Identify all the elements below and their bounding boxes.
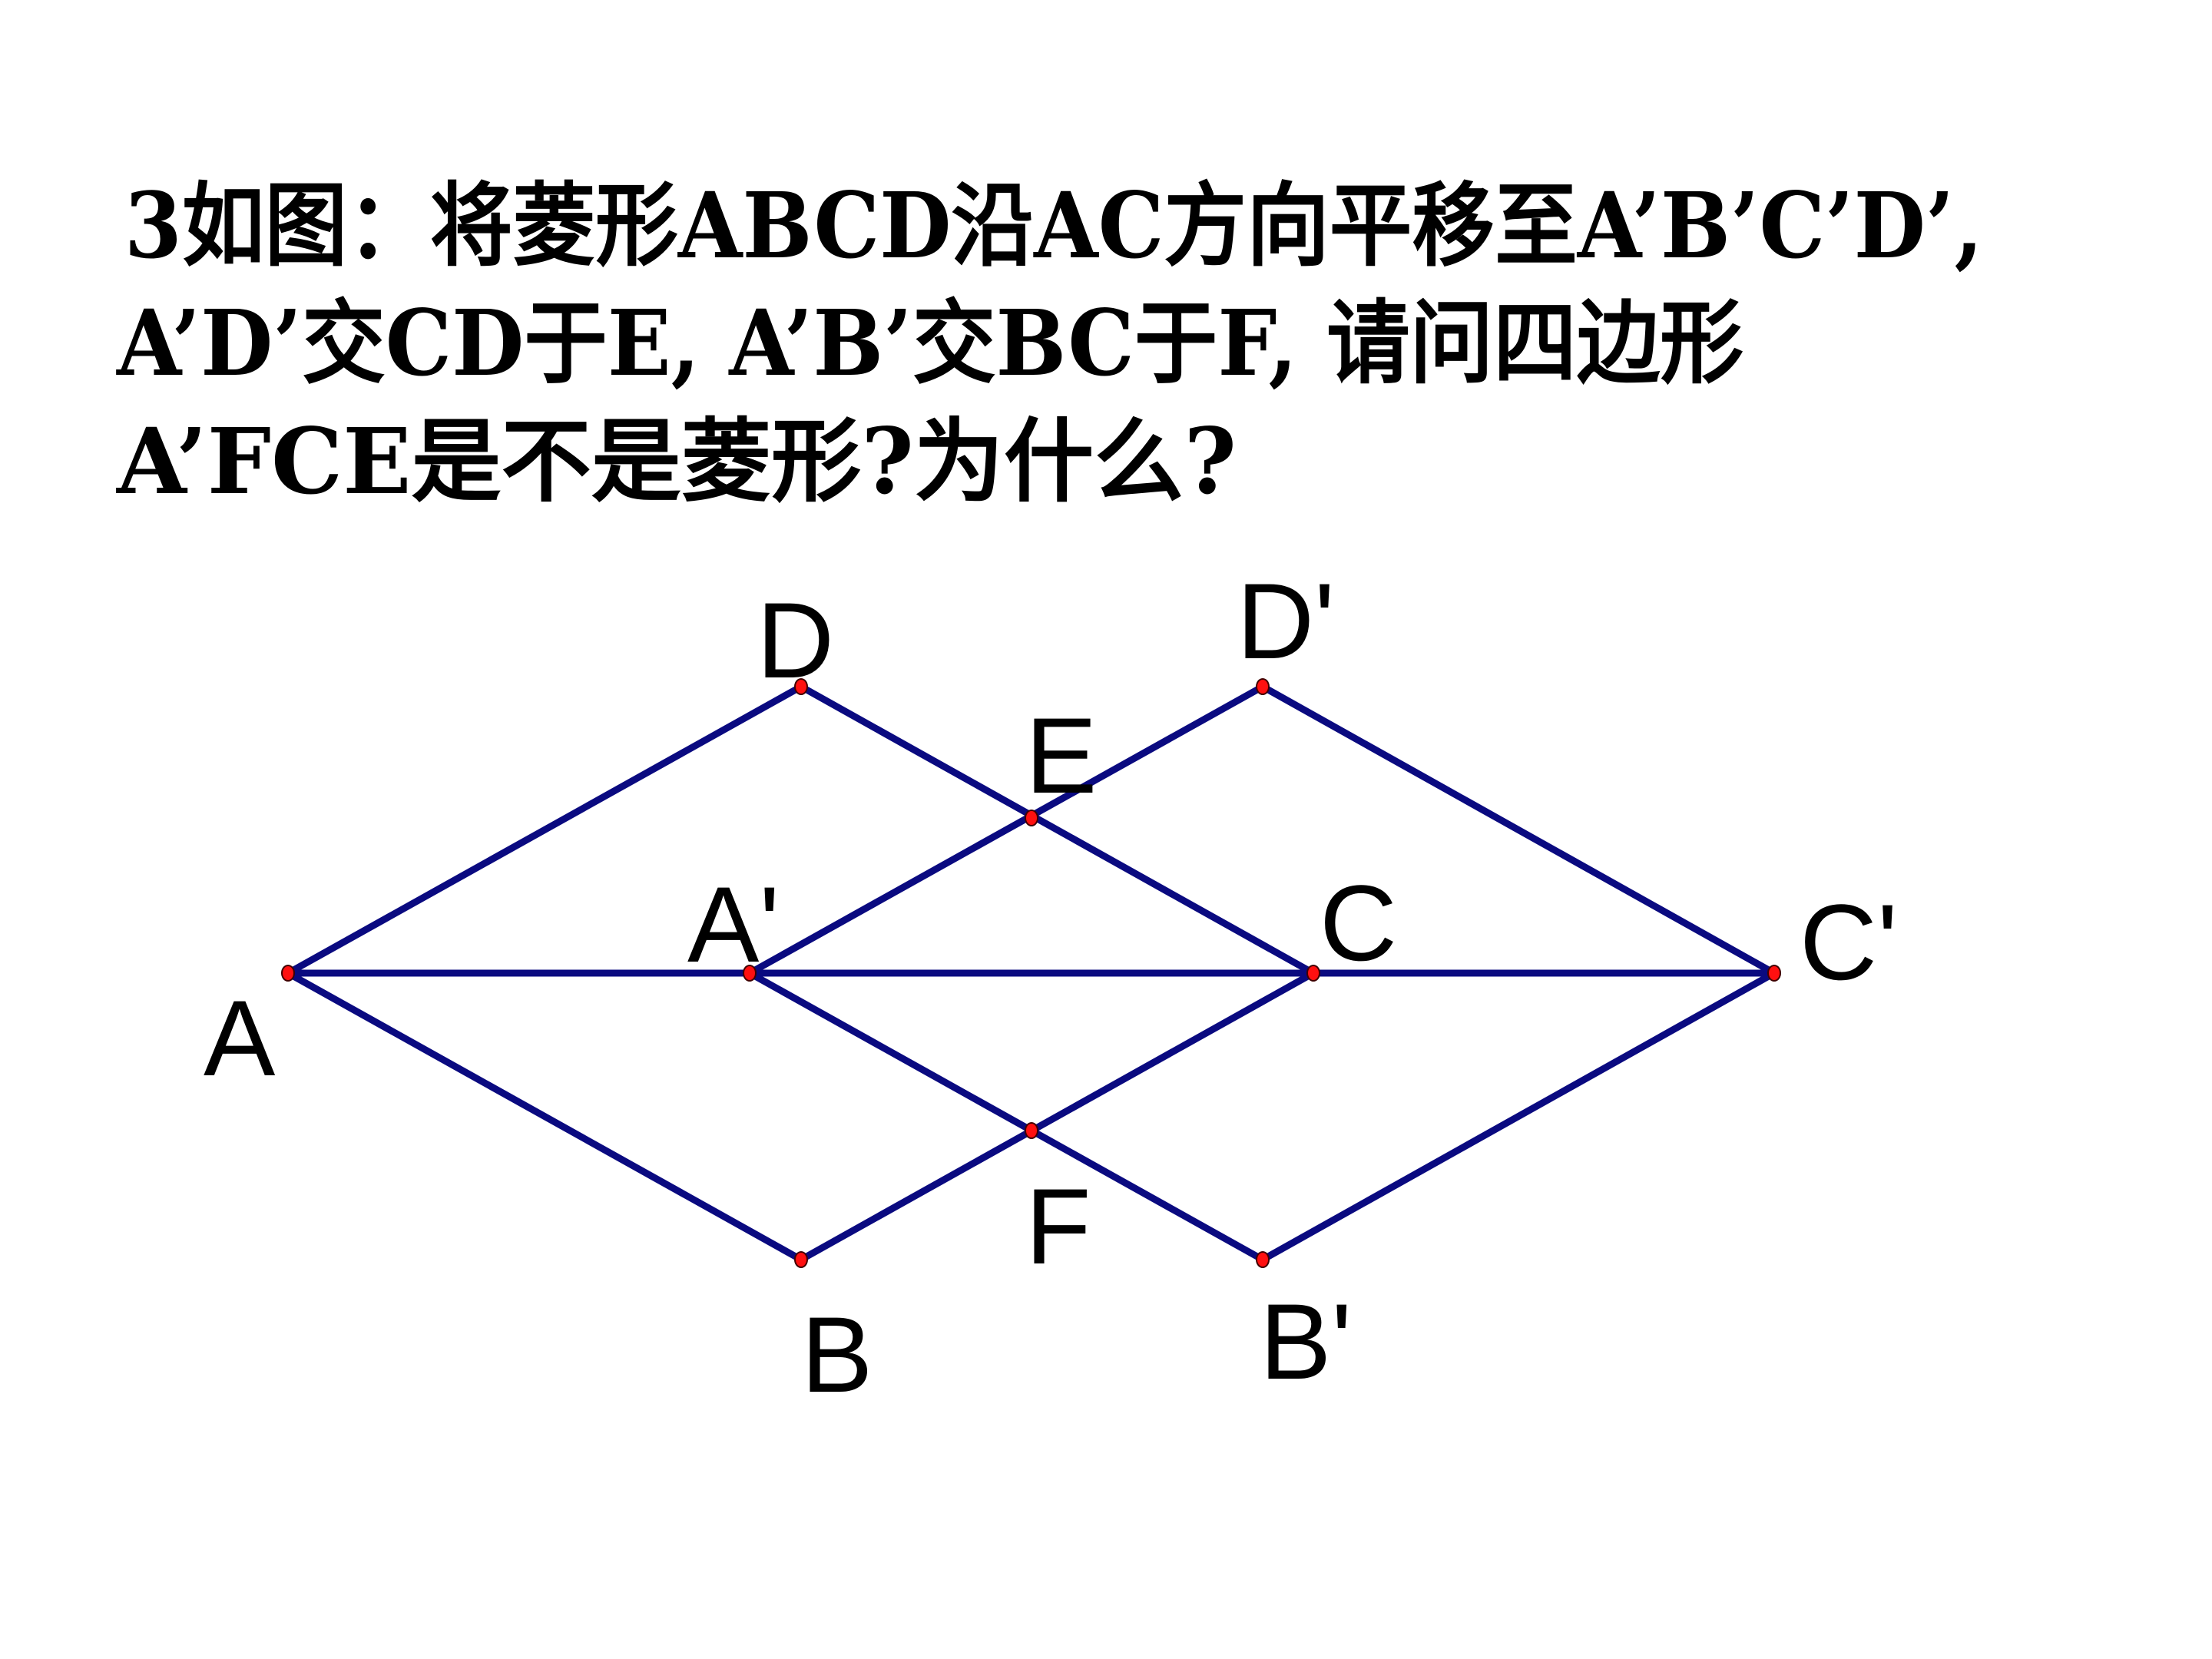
point-E <box>1025 810 1038 826</box>
label-B-prime: B' <box>1260 1281 1352 1402</box>
label-D-prime: D' <box>1237 561 1335 681</box>
question-text: 3如图：将菱形ABCD沿AC方向平移至A’B’C’D’, A’D’交CD于E, … <box>116 172 1983 515</box>
point-D-prime <box>1256 678 1270 695</box>
point-F <box>1025 1122 1038 1139</box>
label-B: B <box>801 1294 873 1415</box>
segment-BA <box>284 969 805 1263</box>
point-D <box>794 678 808 695</box>
label-C: C <box>1320 863 1397 983</box>
label-A-prime: A' <box>687 864 780 985</box>
label-C-prime: C' <box>1800 882 1898 1002</box>
point-B <box>794 1251 808 1268</box>
segment-B-prime-A-prime <box>746 969 1267 1263</box>
segment-C-prime-B-prime <box>1259 969 1778 1263</box>
rhombus-diagram: D D' E A' C C' A F B B' <box>204 561 1898 1415</box>
point-A-prime <box>743 965 757 982</box>
segment-DC <box>797 683 1317 977</box>
label-E: E <box>1025 695 1097 816</box>
point-A <box>281 965 295 982</box>
label-D: D <box>757 580 834 700</box>
segment-A-prime-D-prime <box>746 683 1267 977</box>
point-C-prime <box>1767 965 1781 982</box>
point-C <box>1306 965 1320 982</box>
question-line-2: A’D’交CD于E, A’B’交BC于F, 请问四边形 <box>116 290 1743 396</box>
question-line-3: A’FCE是不是菱形?为什么? <box>116 408 1237 515</box>
label-F: F <box>1025 1166 1091 1286</box>
question-line-1: 3如图：将菱形ABCD沿AC方向平移至A’B’C’D’, <box>124 172 1983 279</box>
segment-CB <box>797 969 1317 1263</box>
point-B-prime <box>1256 1251 1270 1268</box>
segment-AD <box>284 683 805 977</box>
label-A: A <box>204 978 276 1098</box>
segment-D-prime-C-prime <box>1259 683 1778 977</box>
